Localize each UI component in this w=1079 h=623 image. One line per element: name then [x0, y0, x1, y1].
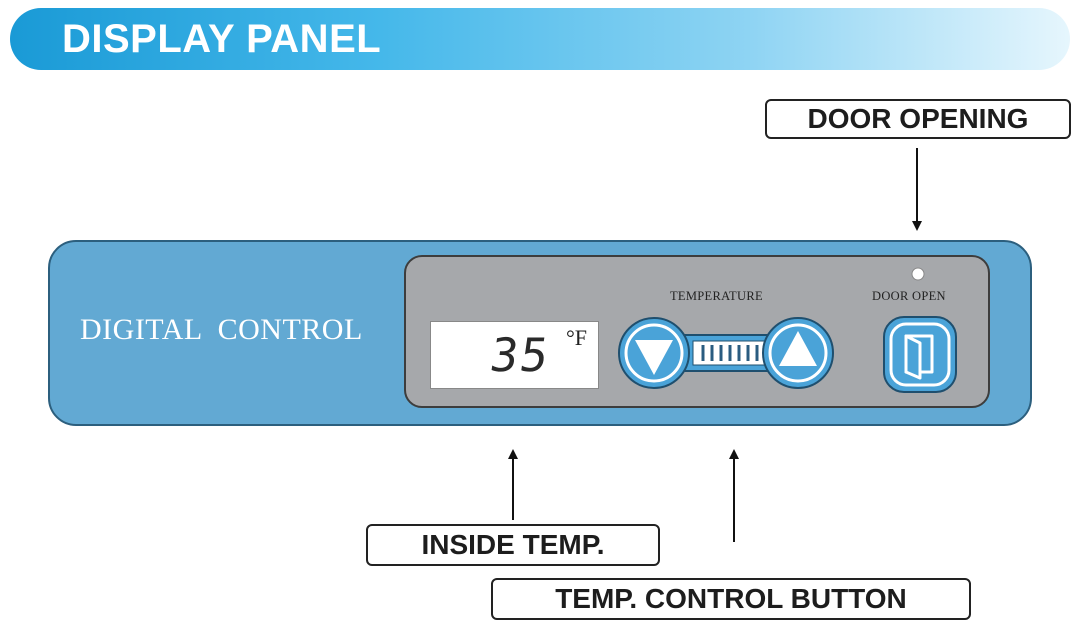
door-open-button[interactable]: [883, 316, 957, 393]
arrow-down-icon: [635, 340, 673, 375]
led-indicator-icon: [911, 267, 925, 281]
callout-temp-control-button: TEMP. CONTROL BUTTON: [491, 578, 971, 620]
temp-down-button[interactable]: [618, 317, 690, 389]
door-open-label: DOOR OPEN: [872, 289, 946, 303]
display-unit: °F: [566, 325, 588, 350]
temperature-level-ticks: [701, 345, 759, 361]
temp-up-button[interactable]: [762, 317, 834, 389]
callout-door-opening: DOOR OPENING: [765, 99, 1071, 139]
temperature-display: [430, 321, 599, 389]
page-title: DISPLAY PANEL: [62, 17, 382, 61]
callout-inside-temp: INSIDE TEMP.: [366, 524, 660, 566]
panel-label: DIGITAL CONTROL: [80, 313, 363, 346]
door-icon: [904, 334, 934, 380]
temperature-label: TEMPERATURE: [670, 289, 763, 303]
header-bar: [10, 8, 1070, 70]
arrow-up-icon: [779, 331, 817, 366]
